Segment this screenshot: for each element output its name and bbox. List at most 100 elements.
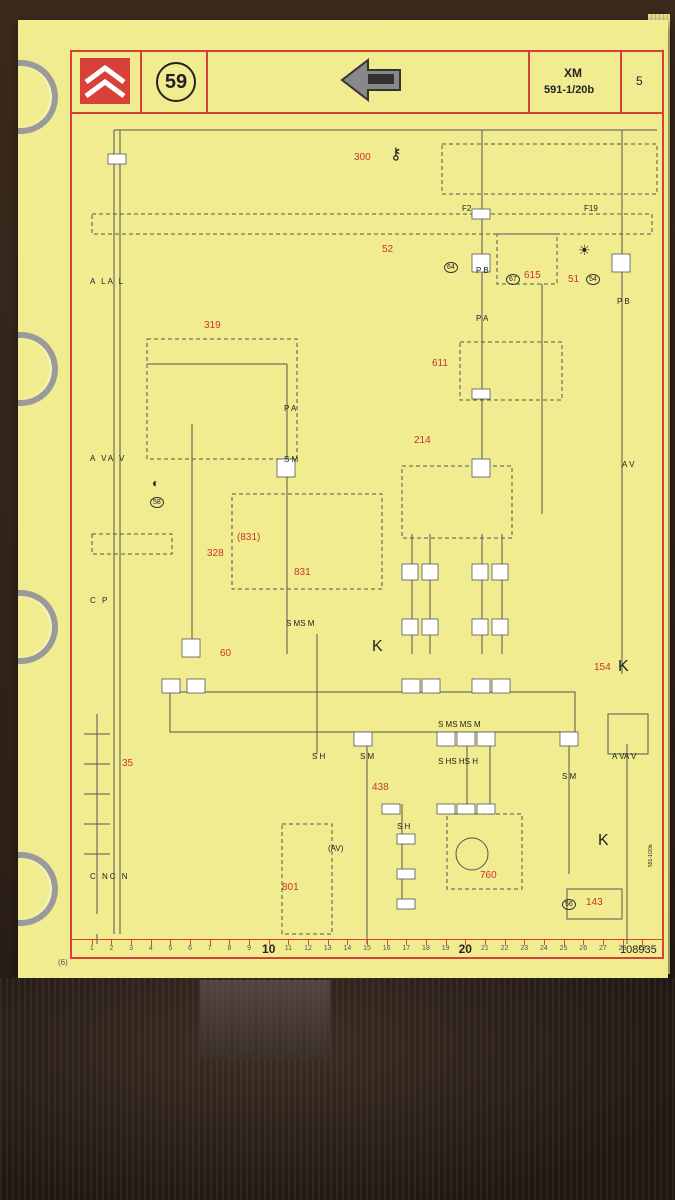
ruler-tick: [524, 940, 526, 945]
ruler-number: 29: [638, 945, 647, 952]
ruler-tick: [209, 940, 211, 945]
ruler-tick: [308, 940, 310, 945]
ref-circle: 67: [506, 274, 520, 285]
ruler-tick: [563, 940, 565, 945]
component-760: 760: [480, 870, 497, 881]
ignition-key-icon: ⚷: [390, 146, 402, 163]
ruler-number: 16: [382, 945, 391, 952]
component-328: 328: [207, 548, 224, 559]
binder-ring: [18, 332, 58, 406]
wire-code: S H: [312, 752, 326, 761]
component-51: 51: [568, 274, 580, 285]
wire-code: S H: [397, 822, 411, 831]
ruler-number: 14: [343, 945, 352, 952]
ruler-number: 9: [247, 945, 252, 952]
component-214: 214: [414, 435, 431, 446]
ruler-number: 2: [109, 945, 114, 952]
wire-code: S HS HS H: [438, 757, 479, 766]
left-arrow-car-icon: [340, 57, 401, 103]
ruler-number: 23: [520, 945, 529, 952]
component-438: 438: [372, 782, 389, 793]
ruler-tick: [131, 940, 133, 945]
wire-code: P B: [476, 266, 489, 275]
ruler-number: 26: [579, 945, 588, 952]
ref-circle: 58: [150, 497, 164, 508]
lamp-icon: ☀: [578, 242, 591, 258]
ruler-tick: [150, 940, 152, 945]
wire-code: S M: [360, 752, 375, 761]
corner-mark: (6): [58, 958, 68, 967]
component-801: 801: [282, 882, 299, 893]
carpet-background: [0, 978, 675, 1200]
ruler-number: 21: [481, 945, 489, 952]
ruler-number: 1: [89, 945, 94, 952]
ruler-tick: [288, 940, 290, 945]
ref-circle: 64: [444, 262, 458, 273]
wire-code: C P: [90, 596, 110, 605]
binder-ring: [18, 852, 58, 926]
ruler-tick: [445, 940, 447, 945]
ruler-tick: [484, 940, 486, 945]
model-label: XM: [564, 66, 582, 80]
ruler-tick: [229, 940, 231, 945]
document-number: 108935: [620, 944, 657, 956]
wire-code: S M: [284, 455, 299, 464]
wire-code: (AV): [328, 844, 344, 853]
ruler-tick: [111, 940, 113, 945]
binder-ring: [18, 60, 58, 134]
wire-code: A V: [622, 460, 635, 469]
sheet-number-cell: 59: [142, 52, 208, 112]
ruler-tick: [347, 940, 349, 945]
ruler-tick: [583, 940, 585, 945]
ruler-tick: [386, 940, 388, 945]
direction-cell: [208, 52, 530, 112]
ruler-tick: [367, 940, 368, 945]
ruler-tick: [425, 940, 427, 945]
ruler-number: 19: [441, 945, 450, 952]
citroen-logo: [80, 58, 130, 104]
page-number-cell: 5: [622, 52, 662, 112]
wire-code: C NC N: [90, 872, 130, 881]
binder-ring: [18, 590, 58, 664]
wire-code: P A: [284, 404, 297, 413]
ruler-tick: [170, 940, 172, 945]
ruler-number: 5: [168, 945, 173, 952]
ruler-tick: [249, 940, 251, 945]
relay-icon: K: [598, 832, 609, 849]
ruler-number: 6: [188, 945, 193, 952]
headlamp-icon: ◐: [152, 476, 160, 490]
ruler-tick: [543, 940, 545, 945]
component-300: 300: [354, 152, 371, 163]
wire-code: S MS MS M: [438, 720, 481, 729]
manual-page: 59 XM 591-1/20b 5: [18, 20, 668, 978]
component-611: 611: [432, 358, 448, 369]
ref-circle: 56: [562, 899, 576, 910]
ruler-tick: [268, 940, 270, 945]
side-code: 591-1/20b: [648, 844, 654, 867]
ruler-number: 13: [323, 945, 332, 952]
component-143: 143: [586, 897, 603, 908]
header-divider: [72, 112, 662, 114]
wire-code: A LA L: [90, 277, 126, 286]
wire-code: P A: [476, 314, 489, 323]
ruler-number: 15: [363, 945, 371, 952]
component-154: 154: [594, 662, 611, 673]
wire-code: P B: [617, 297, 630, 306]
ruler-number: 25: [559, 945, 568, 952]
component-60: 60: [220, 648, 232, 659]
fuse-f19: F19: [584, 204, 598, 213]
grid-ruler: [72, 939, 662, 940]
connector-block-icon: K: [372, 638, 383, 655]
ruler-number: 20: [458, 942, 472, 956]
component-831: 831: [294, 567, 311, 578]
ruler-number: 3: [129, 945, 134, 952]
wire-code: S MS M: [286, 619, 315, 628]
model-cell: XM 591-1/20b: [530, 52, 622, 112]
reference-label: 591-1/20b: [544, 84, 595, 96]
ruler-tick: [465, 940, 467, 945]
page-number: 5: [636, 74, 643, 88]
component-319: 319: [204, 320, 221, 331]
ruler-tick: [327, 940, 329, 945]
component-35: 35: [122, 758, 134, 769]
ruler-tick: [91, 940, 93, 945]
